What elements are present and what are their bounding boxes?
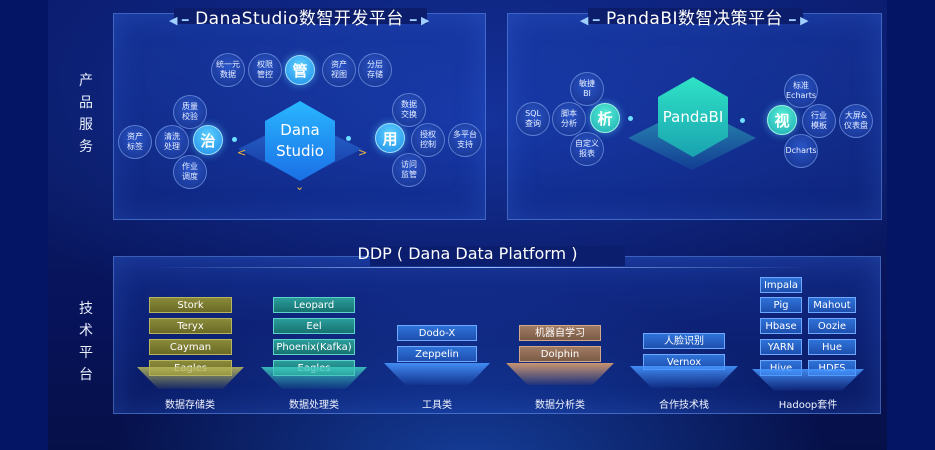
tile-yarn: YARN [760,339,802,355]
analyze-item-sql: SQL 查询 [516,102,550,136]
tile-mahout: Mahout [808,297,856,313]
govern-key-circle: 治 [193,125,223,155]
chevron-right-icon: > [358,146,367,159]
manage-item-metadata: 统一元 数据 [211,53,245,87]
category-hadoop-label: Hadoop套件 [758,396,858,411]
analyze-item-agile-bi: 敏捷 BI [570,72,604,106]
govern-item-scheduling: 作业 调度 [173,155,207,189]
category-tools-label: 工具类 [387,396,487,411]
view-item-dcharts: Dcharts [784,134,818,168]
view-item-industry-template: 行业 模板 [802,104,836,138]
analyze-item-script: 脚本 分析 [552,102,586,136]
chevron-left-icon: < [237,146,246,159]
pandabi-title-row: ◀ ━PandaBI数智决策平台━ ▶ [508,4,881,29]
manage-item-permission: 权限 管控 [248,53,282,87]
view-item-dashboard: 大屏& 仪表盘 [839,104,873,138]
view-item-echarts: 标准 Echarts [784,74,818,108]
tile-face-recognition: 人脸识别 [643,333,725,349]
tile-impala: Impala [760,277,802,293]
side-label-tech: 技术平台 [76,298,96,386]
tile-dodo-x: Dodo-X [397,325,477,341]
category-partner-label: 合作技术栈 [634,396,734,411]
manage-key-circle: 管 [285,55,315,85]
analyze-connector-dot [628,116,633,121]
govern-item-quality: 质量 校验 [173,95,207,129]
manage-item-asset-view: 资产 视图 [322,53,356,87]
view-key-circle: 视 [767,105,797,135]
side-label-product: 产品服务 [76,70,96,158]
category-processing-label: 数据处理类 [264,396,364,411]
tile-zeppelin: Zeppelin [397,346,477,362]
danastudio-title-row: ◀ ━DanaStudio数智开发平台━ ▶ [114,4,485,29]
tile-phoenix-kafka: Phoenix(Kafka) [273,339,355,355]
category-analysis-label: 数据分析类 [510,396,610,411]
ddp-title-underline [150,267,810,268]
view-connector-dot [740,118,745,123]
tile-stork: Stork [149,297,232,313]
use-connector-dot [346,136,351,141]
use-key-circle: 用 [375,123,405,153]
ddp-title: DDP ( Dana Data Platform ) [0,244,935,263]
use-item-authorization: 授权 控制 [411,123,445,157]
manage-item-layered-storage: 分层 存储 [358,53,392,87]
tile-hue: Hue [808,339,856,355]
right-edge [887,0,935,450]
chevron-down-icon: ⌄ [295,180,304,193]
govern-connector-dot [232,137,237,142]
use-item-access-monitor: 访问 监管 [392,153,426,187]
govern-item-asset-tag: 资产 标签 [118,125,152,159]
tile-teryx: Teryx [149,318,232,334]
tile-eel: Eel [273,318,355,334]
use-item-multiplatform: 多平台 支持 [448,123,482,157]
danastudio-title: DanaStudio数智开发平台 [195,9,404,29]
tile-hbase: Hbase [760,318,802,334]
tile-dolphin: Dolphin [519,346,601,362]
pandabi-title: PandaBI数智决策平台 [606,9,783,29]
tile-oozie: Oozie [808,318,856,334]
use-item-exchange: 数据 交换 [392,93,426,127]
tile-cayman: Cayman [149,339,232,355]
analyze-item-custom-report: 自定义 报表 [570,132,604,166]
govern-item-cleaning: 清洗 处理 [155,125,189,159]
tile-machine-learning: 机器自学习 [519,325,601,341]
analyze-key-circle: 析 [590,103,620,133]
left-edge [0,0,48,450]
category-storage-label: 数据存储类 [140,396,240,411]
tile-pig: Pig [760,297,802,313]
tile-leopard: Leopard [273,297,355,313]
